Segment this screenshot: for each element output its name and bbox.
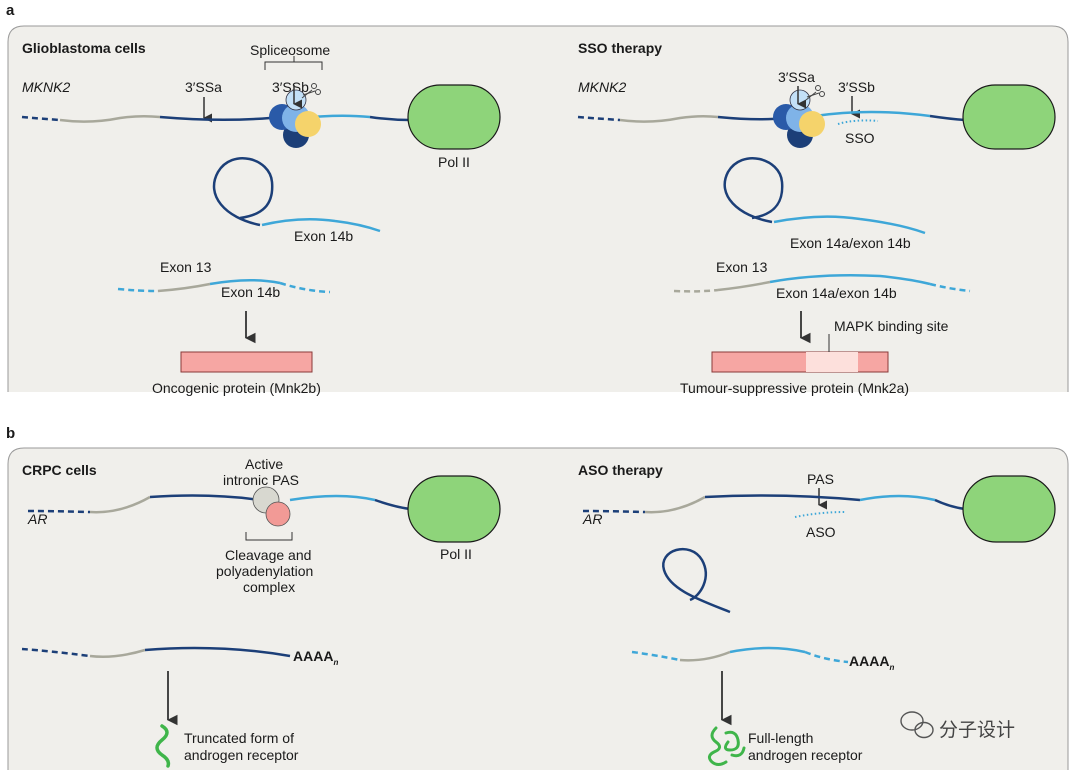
- panel-b-background: [7, 447, 1069, 770]
- downstream-segment: [369, 115, 411, 122]
- pol-ii-enzyme-b: [407, 475, 501, 543]
- truncated-receptor-label-2: androgen receptor: [184, 747, 299, 763]
- spliceosome-complex: [269, 89, 321, 148]
- cleavage-polyadenylation-complex: [252, 486, 291, 527]
- complex-label-2: polyadenylation: [216, 563, 313, 579]
- spliceosome-complex-right: [773, 89, 825, 148]
- complex-label-1: Cleavage and: [225, 547, 311, 563]
- tumour-suppressive-protein-bar: [711, 351, 889, 373]
- pol-ii-enzyme-b-right: [962, 475, 1056, 543]
- mapk-binding-site-region: [806, 352, 858, 372]
- ar-intron: [149, 494, 261, 502]
- truncated-mrna-intron: [144, 646, 291, 658]
- sso-label: SSO: [845, 130, 875, 146]
- lariat-exon-tail-right: [773, 215, 926, 235]
- lariat-exon-label-left: Exon 14b: [294, 228, 353, 244]
- gene-name-ar-left: AR: [27, 511, 47, 527]
- exon-13-label-right: Exon 13: [716, 259, 768, 275]
- spliceosome-label: Spliceosome: [250, 42, 330, 58]
- wechat-icon: [900, 711, 934, 739]
- downstream-segment-right: [929, 114, 966, 122]
- crpc-title: CRPC cells: [22, 462, 97, 478]
- fulllength-mrna-3prime-dashed: [804, 650, 849, 664]
- mrna-exon-13-right: [717, 280, 771, 292]
- oncogenic-protein-bar: [180, 351, 313, 373]
- ar-intron-right: [704, 494, 861, 502]
- tumour-suppressive-protein-label: Tumour-suppressive protein (Mnk2a): [680, 380, 909, 396]
- gene-name-ar-right: AR: [582, 511, 602, 527]
- pre-mrna-5prime-dashed: [21, 115, 61, 122]
- splice-site-a-label-right: 3′SSa: [778, 69, 815, 85]
- mrna-exon-13: [157, 282, 211, 293]
- truncated-mrna-dashed: [21, 647, 91, 658]
- pol-ii-enzyme: [407, 84, 501, 150]
- complex-label-3: complex: [243, 579, 295, 595]
- full-length-receptor-label-1: Full-length: [748, 730, 813, 746]
- splice-site-a-label: 3′SSa: [185, 79, 222, 95]
- pol-ii-label-b: Pol II: [440, 546, 472, 562]
- panel-a-background: [7, 25, 1069, 392]
- complex-bracket: [245, 532, 293, 541]
- scissors-icon: [301, 83, 321, 99]
- ar-5prime-dashed: [27, 509, 91, 514]
- lariat-intron: [212, 156, 274, 227]
- lariat-intron-b-right: [662, 548, 731, 614]
- full-length-receptor-icon: [707, 726, 746, 766]
- watermark-text: 分子设计: [939, 719, 1015, 741]
- mrna-3prime-dashed-right: [929, 282, 971, 293]
- aso-therapy-title: ASO therapy: [578, 462, 663, 478]
- aso-oligo: [794, 511, 846, 518]
- splice-site-b-label-right: 3′SSb: [838, 79, 875, 95]
- pre-mrna-5prime-dashed-right: [577, 115, 621, 122]
- exon-14-label-right: Exon 14a/exon 14b: [776, 285, 897, 301]
- gene-name-mknk2-left: MKNK2: [22, 79, 70, 95]
- truncated-receptor-label-1: Truncated form of: [184, 730, 294, 746]
- polya-tail-left: AAAAn: [293, 648, 338, 667]
- lariat-intron-right: [723, 156, 784, 224]
- oncogenic-protein-label: Oncogenic protein (Mnk2b): [152, 380, 321, 396]
- polya-tail-right: AAAAn: [849, 653, 894, 672]
- pol-ii-label-left: Pol II: [438, 154, 470, 170]
- fulllength-mrna-exon: [729, 646, 806, 654]
- ar-5prime-dashed-right: [582, 509, 646, 514]
- ar-grey-exon: [89, 495, 151, 514]
- ar-exon-right: [859, 494, 936, 502]
- exon-14-label-left: Exon 14b: [221, 284, 280, 300]
- exon-13-label-left: Exon 13: [160, 259, 212, 275]
- exon-14-segment-right: [814, 110, 931, 118]
- truncated-mrna-grey: [89, 648, 146, 658]
- mrna-5prime-dashed-right: [673, 288, 719, 293]
- pas-label: PAS: [807, 471, 834, 487]
- ar-exon: [289, 494, 376, 502]
- sso-oligo: [837, 119, 879, 125]
- fulllength-mrna-dashed: [631, 650, 681, 662]
- mrna-exon-14b: [209, 278, 281, 286]
- glioblastoma-title: Glioblastoma cells: [22, 40, 146, 56]
- mrna-exon-14-right: [769, 274, 931, 286]
- active-pas-label-2: intronic PAS: [223, 472, 299, 488]
- mrna-3prime-dashed: [279, 281, 331, 294]
- active-pas-label-1: Active: [245, 456, 283, 472]
- scissors-icon: [805, 85, 825, 101]
- panel-letter-a: a: [6, 2, 15, 19]
- lariat-exon-label-right: Exon 14a/exon 14b: [790, 235, 911, 251]
- gene-name-mknk2-right: MKNK2: [578, 79, 626, 95]
- ar-grey-exon-right: [644, 495, 706, 514]
- fulllength-mrna-grey: [679, 650, 731, 662]
- aso-label: ASO: [806, 524, 836, 540]
- exon-13-segment: [59, 114, 161, 123]
- lariat-exon-tail: [261, 217, 381, 233]
- mrna-5prime-dashed: [117, 287, 159, 293]
- sso-therapy-title: SSO therapy: [578, 40, 662, 56]
- truncated-receptor-icon: [155, 724, 171, 768]
- pol-ii-enzyme-right: [962, 84, 1056, 150]
- full-length-receptor-label-2: androgen receptor: [748, 747, 863, 763]
- exon-13-segment-right: [619, 114, 719, 123]
- intron-segment: [159, 115, 271, 122]
- mapk-binding-site-label: MAPK binding site: [834, 318, 949, 334]
- panel-letter-b: b: [6, 425, 15, 442]
